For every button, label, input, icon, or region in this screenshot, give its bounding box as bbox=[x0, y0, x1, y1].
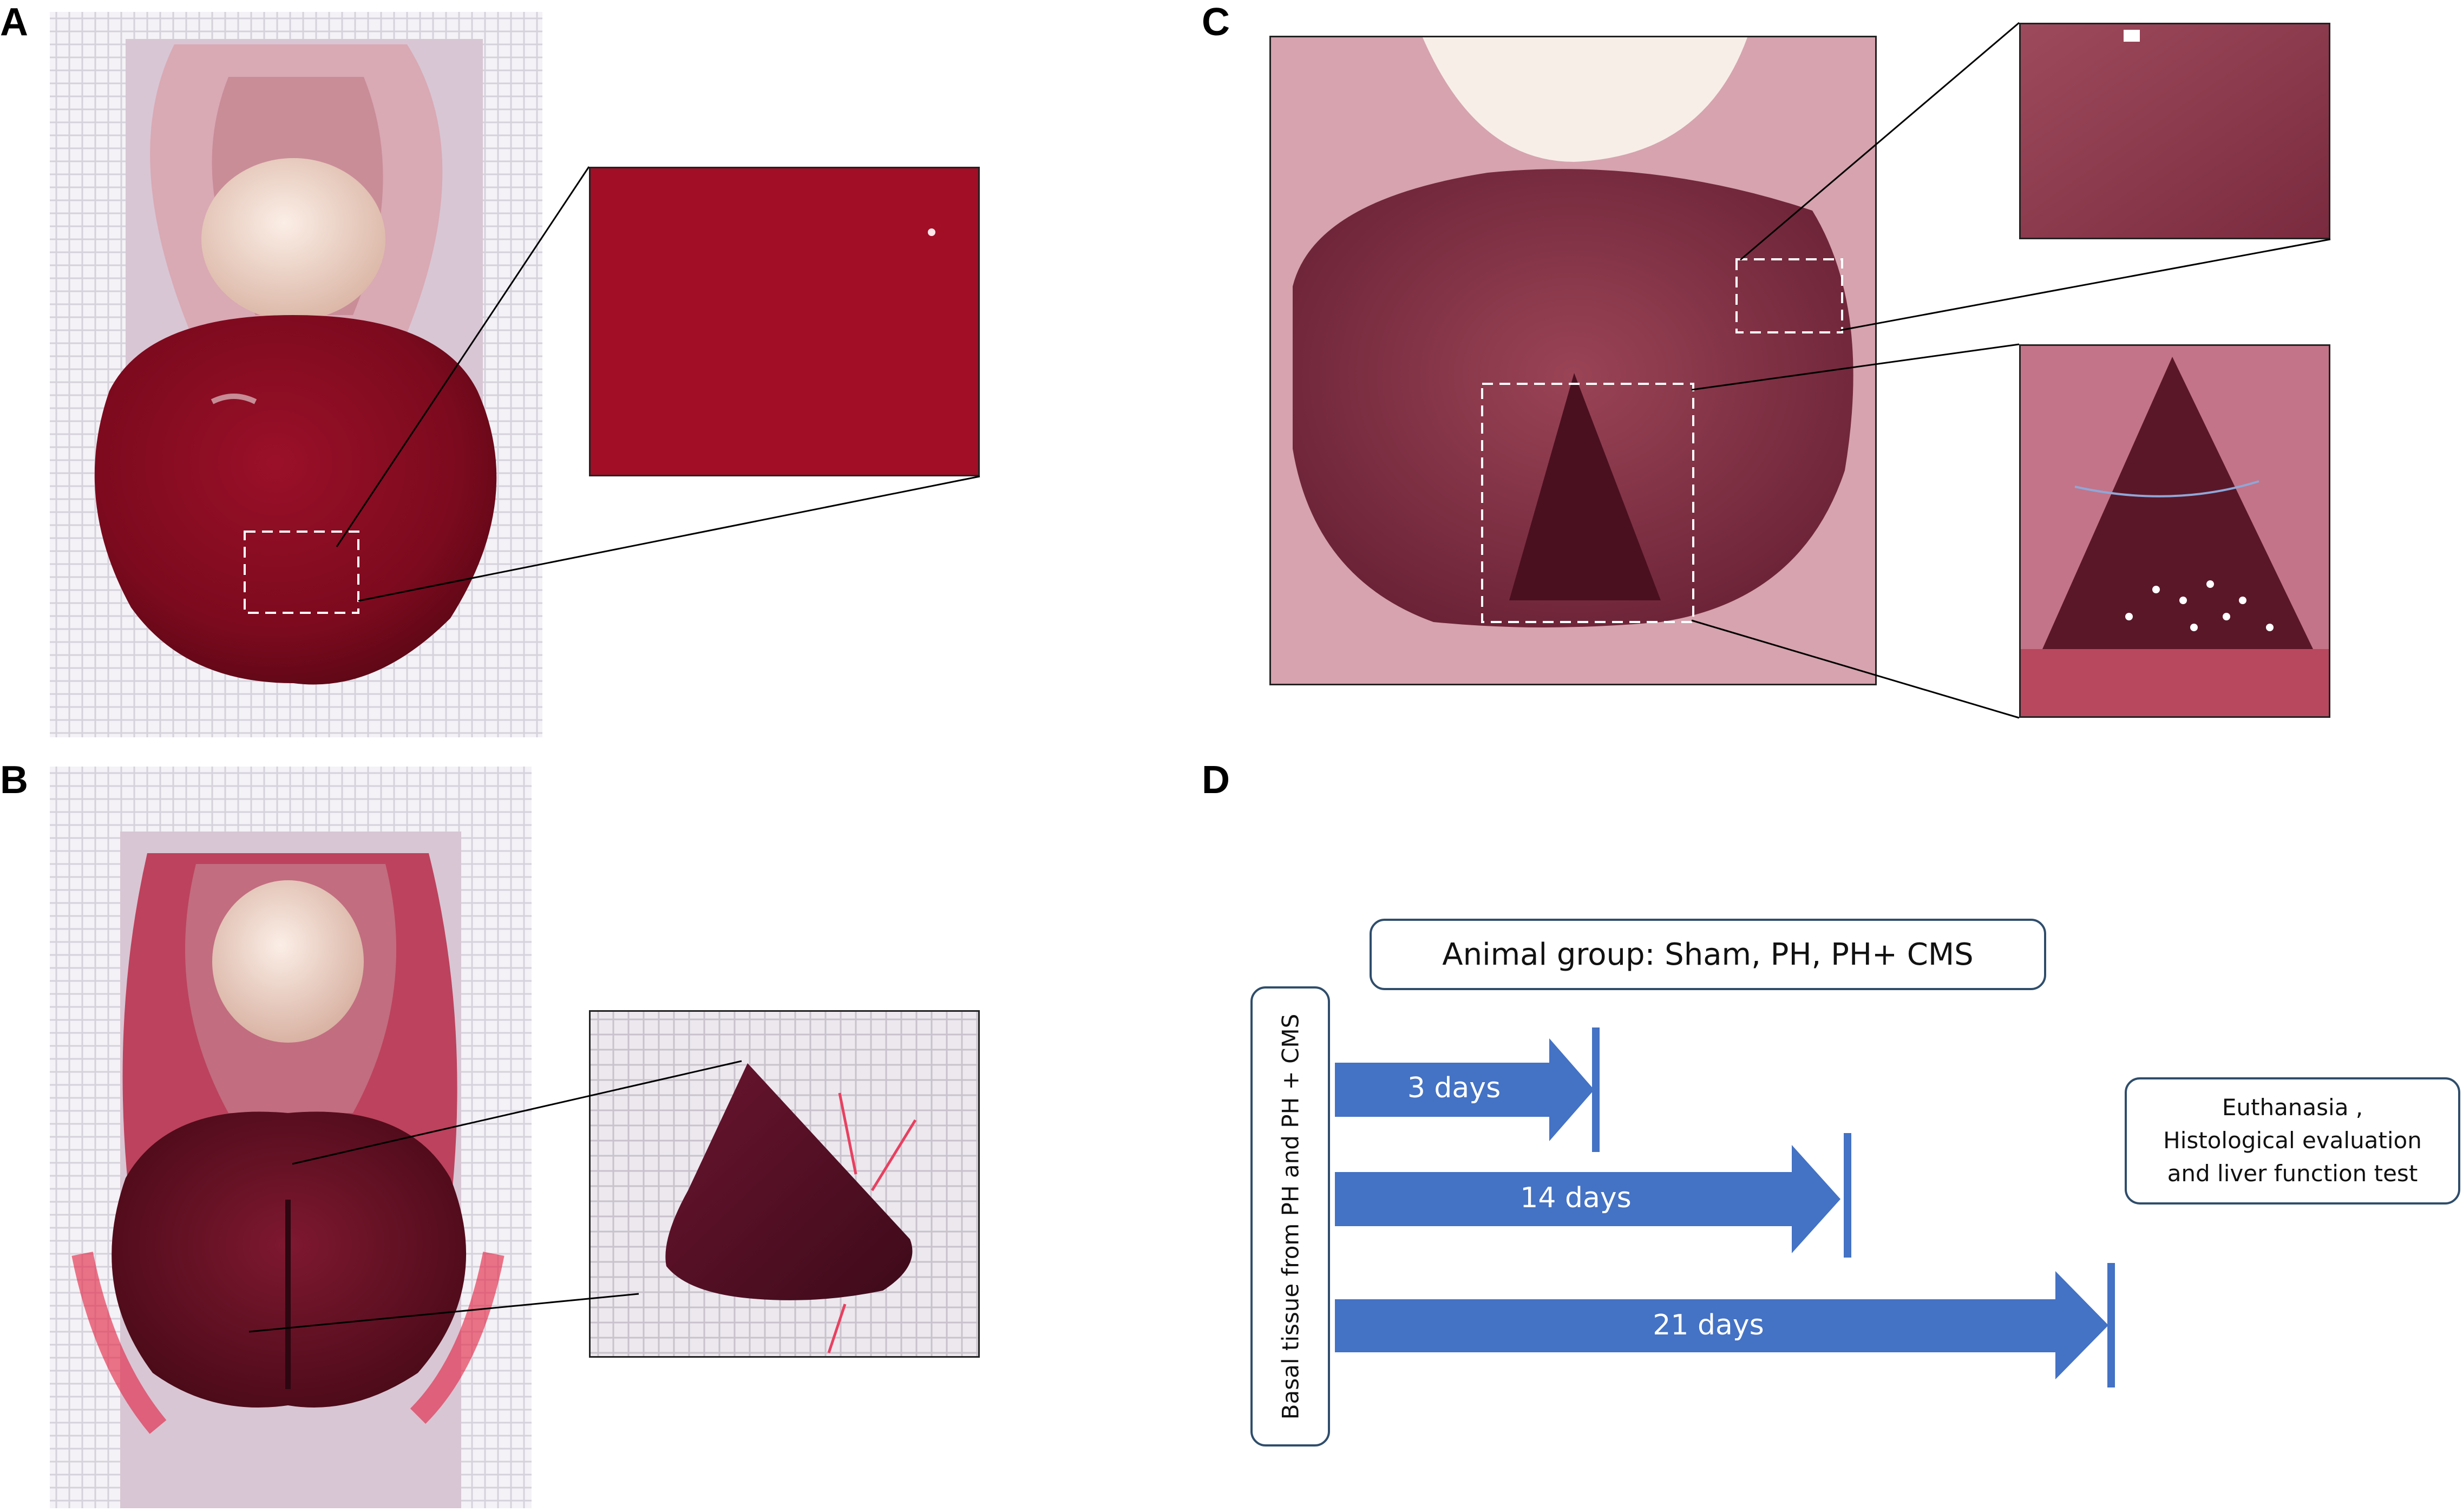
photo-c-liver bbox=[1269, 36, 1877, 685]
outcome-line-1: Euthanasia , bbox=[2222, 1094, 2363, 1121]
panel-label-a: A bbox=[0, 1, 28, 44]
animal-group-box: Animal group: Sham, PH, PH+ CMS bbox=[1370, 919, 2046, 990]
basal-tissue-box: Basal tissue from PH and PH + CMS bbox=[1250, 986, 1330, 1446]
inset-b-resected-lobe bbox=[589, 1010, 980, 1358]
basal-tissue-label: Basal tissue from PH and PH + CMS bbox=[1277, 1013, 1303, 1419]
photo-b-liver bbox=[50, 767, 532, 1508]
arrow-label-21-days: 21 days bbox=[1653, 1309, 1764, 1341]
photo-a-liver bbox=[50, 12, 542, 737]
arrow-label-14-days: 14 days bbox=[1520, 1182, 1632, 1214]
outcome-line-3: and liver function test bbox=[2167, 1160, 2418, 1187]
outcome-line-2: Histological evaluation bbox=[2163, 1127, 2422, 1154]
inset-c-surface-zoom bbox=[2019, 23, 2330, 239]
panel-label-b: B bbox=[0, 758, 28, 802]
arrow-label-3-days: 3 days bbox=[1407, 1072, 1501, 1104]
inset-a-zoom bbox=[589, 167, 980, 476]
panel-label-c: C bbox=[1202, 1, 1230, 44]
animal-group-label: Animal group: Sham, PH, PH+ CMS bbox=[1442, 937, 1974, 972]
inset-c-suture-zoom bbox=[2019, 344, 2330, 718]
outcome-box: Euthanasia , Histological evaluation and… bbox=[2125, 1077, 2460, 1205]
panel-label-d: D bbox=[1202, 758, 1230, 802]
